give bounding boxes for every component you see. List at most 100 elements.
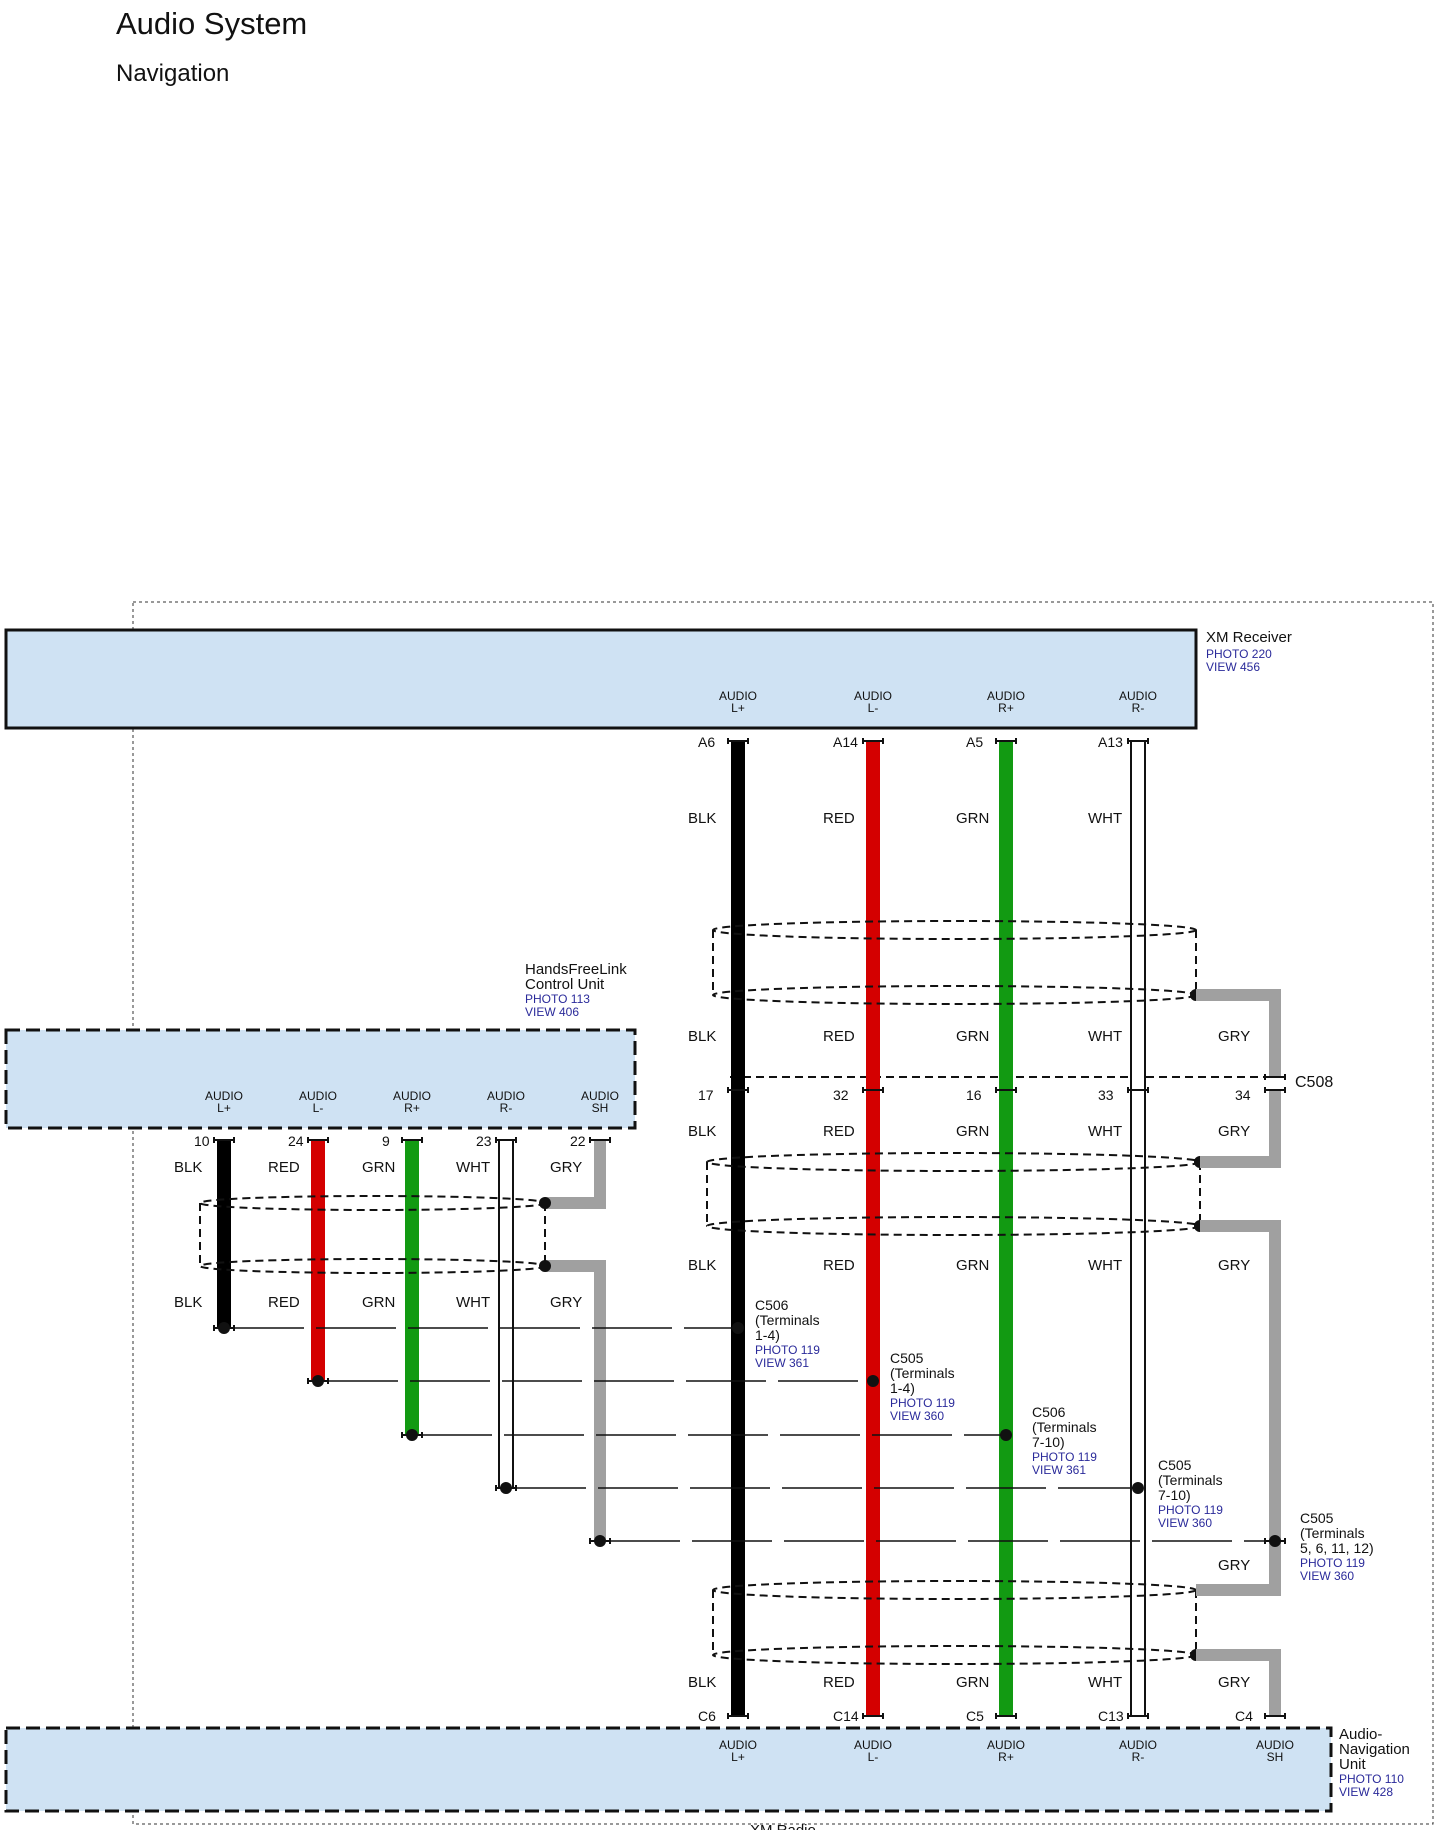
splice-view: VIEW 360 (1300, 1569, 1354, 1583)
hfl-pin-number: 23 (476, 1133, 492, 1149)
tie-dot-start (594, 1535, 606, 1547)
shield-color-4: GRY (1218, 1557, 1250, 1574)
main-top-pin: A13 (1098, 734, 1123, 750)
hfl-pin-number: 10 (194, 1133, 210, 1149)
nav-unit-view: VIEW 428 (1339, 1785, 1393, 1799)
hfl-shield-side (199, 1203, 546, 1266)
main-wire-color-5: BLK (688, 1674, 716, 1691)
splice-terminals-label: (Terminals (755, 1312, 820, 1328)
tie-dot-start (312, 1375, 324, 1387)
hfl-wire-blk (217, 1140, 231, 1328)
shield-drain-bottom (1196, 1649, 1281, 1716)
main-wire-color-4: RED (823, 1257, 855, 1274)
hfl-pin-label: AUDIO (487, 1089, 525, 1103)
nav-unit-name-1: Audio- (1339, 1726, 1382, 1743)
main-top-pin: A14 (833, 734, 858, 750)
hfl-wire-color-bottom: GRN (362, 1294, 395, 1311)
middle-shield-ellipse-top (706, 1152, 1201, 1172)
splice-terminals-range: 7-10) (1032, 1434, 1065, 1450)
lower-shield-ellipse-top (712, 1580, 1197, 1600)
splice-terminals-label: (Terminals (1158, 1472, 1223, 1488)
hfl-box (4, 1028, 637, 1130)
hfl-pin-sublabel: L- (313, 1101, 324, 1115)
xm-receiver-photo: PHOTO 220 (1206, 647, 1272, 661)
hfl-photo: PHOTO 113 (525, 992, 590, 1006)
hfl-shield-ellipse-top (199, 1195, 547, 1211)
splice-terminals-range: 1-4) (890, 1380, 915, 1396)
xm-pin-label: AUDIO (854, 689, 892, 703)
splice-photo: PHOTO 119 (1032, 1450, 1097, 1464)
footer-label: XM Radio (750, 1822, 816, 1830)
page-subtitle: Navigation (116, 60, 230, 87)
hfl-wire-color-bottom: RED (268, 1294, 300, 1311)
hfl-pin-sublabel: R+ (404, 1101, 420, 1115)
shield-color-2: GRY (1218, 1123, 1250, 1140)
splice-view: VIEW 361 (755, 1356, 809, 1370)
xm-pin-sublabel: R+ (998, 701, 1014, 715)
main-top-pin: A6 (698, 734, 715, 750)
splice-dot (1132, 1482, 1144, 1494)
splice-terminals-range: 7-10) (1158, 1487, 1191, 1503)
nav-unit-box (4, 1726, 1333, 1813)
hfl-wire-grn (405, 1140, 419, 1435)
main-top-pin: A5 (966, 734, 983, 750)
main-bottom-pin: C5 (966, 1708, 984, 1724)
hfl-pin-label: AUDIO (299, 1089, 337, 1103)
main-wire-grn (999, 741, 1013, 1716)
wires-layer (199, 738, 1286, 1719)
shield-color-5: GRY (1218, 1674, 1250, 1691)
hfl-pin-sublabel: L+ (217, 1101, 231, 1115)
nav-unit-name-2: Navigation (1339, 1741, 1410, 1758)
nav-pin-sublabel: L+ (731, 1750, 745, 1764)
main-mid-pin: 17 (698, 1087, 714, 1103)
nav-pin-label: AUDIO (987, 1738, 1025, 1752)
hfl-shield-dot-top (539, 1197, 551, 1209)
splice-dot (1269, 1535, 1281, 1547)
splice-view: VIEW 360 (1158, 1516, 1212, 1530)
splice-name: C505 (1158, 1457, 1192, 1473)
c508-label: C508 (1295, 1074, 1333, 1091)
shield-drain-lower (1196, 1541, 1281, 1596)
hfl-name-2: Control Unit (525, 976, 605, 993)
shield-drain-upper (1196, 989, 1281, 1077)
system-boundary (132, 601, 1434, 1825)
hfl-pin-sublabel: SH (592, 1101, 609, 1115)
splice-terminals-label: (Terminals (1300, 1525, 1365, 1541)
main-wire-color-1: WHT (1088, 810, 1122, 827)
main-wire-color-1: RED (823, 810, 855, 827)
xm-receiver-name: XM Receiver (1206, 629, 1292, 646)
hfl-wire-wht (498, 1139, 514, 1489)
hfl-pin-label: AUDIO (581, 1089, 619, 1103)
splice-terminals-label: (Terminals (1032, 1419, 1097, 1435)
main-wire-color-2: WHT (1088, 1028, 1122, 1045)
main-bottom-pin: C6 (698, 1708, 716, 1724)
hfl-wire-color-bottom: WHT (456, 1294, 490, 1311)
shield-drain-middle (1200, 1220, 1281, 1541)
xm-pin-sublabel: L+ (731, 701, 745, 715)
hfl-shield-lower (545, 1260, 606, 1541)
main-wire-color-1: GRN (956, 810, 989, 827)
upper-shield-ellipse-top (712, 920, 1197, 940)
xm-receiver-view: VIEW 456 (1206, 660, 1260, 674)
nav-pin-label: AUDIO (1256, 1738, 1294, 1752)
hfl-wire-color-top: BLK (174, 1159, 202, 1176)
nav-pin-sublabel: R+ (998, 1750, 1014, 1764)
main-bottom-pin: C14 (833, 1708, 859, 1724)
nav-unit-photo: PHOTO 110 (1339, 1772, 1404, 1786)
middle-shield-side (706, 1162, 1201, 1226)
main-wire-color-3: WHT (1088, 1123, 1122, 1140)
shield-color-1: GRY (1218, 1028, 1250, 1045)
nav-pin-sublabel: R- (1132, 1750, 1145, 1764)
hfl-wire-color-top: GRY (550, 1159, 582, 1176)
main-wire-color-4: GRN (956, 1257, 989, 1274)
shield-bottom-pin: C4 (1235, 1708, 1253, 1724)
nav-pin-sublabel: L- (868, 1750, 879, 1764)
main-bottom-pin: C13 (1098, 1708, 1124, 1724)
xm-pin-label: AUDIO (987, 689, 1025, 703)
hfl-wire-color-bottom: GRY (550, 1294, 582, 1311)
main-wire-wht (1130, 740, 1146, 1717)
splice-terminals-label: (Terminals (890, 1365, 955, 1381)
main-mid-pin: 16 (966, 1087, 982, 1103)
